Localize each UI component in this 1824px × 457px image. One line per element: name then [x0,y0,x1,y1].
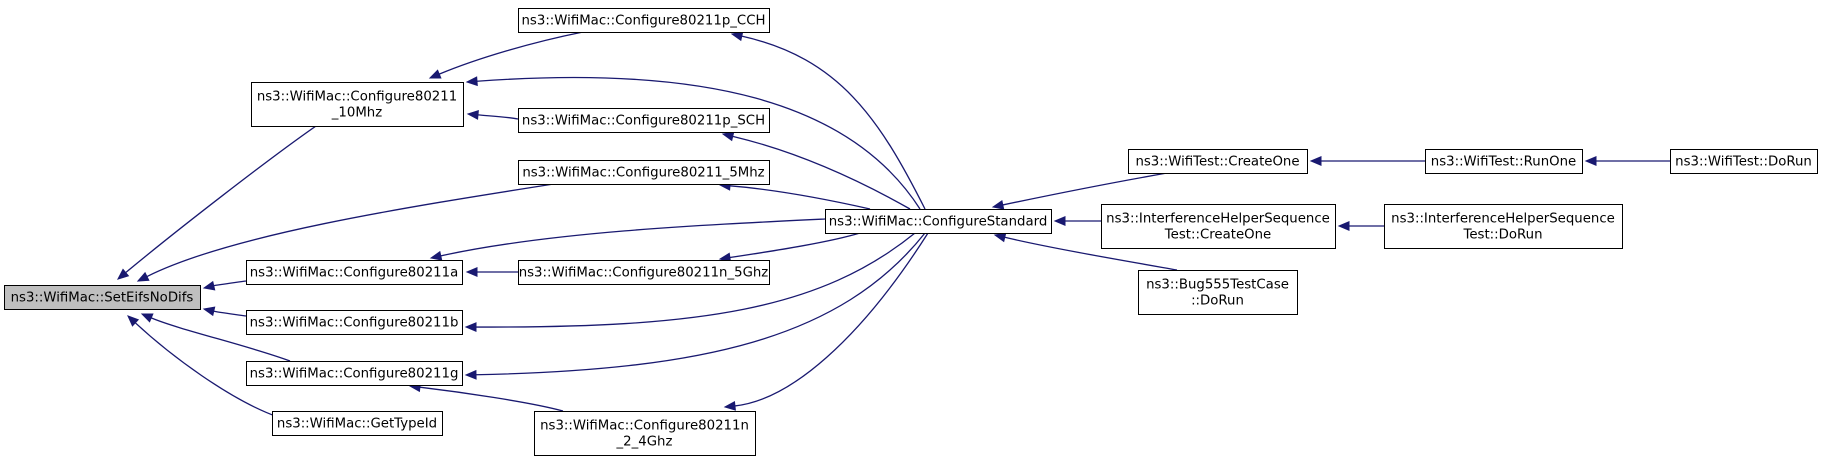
node-box [534,411,756,456]
edge-doRun-to-runOne [1584,156,1670,166]
edge-cfgStd-to-cfgg [464,232,926,380]
node-cfgg[interactable]: ns3::WifiMac::Configure80211g [246,361,463,386]
node-label: ns3::WifiTest::CreateOne [1135,155,1299,170]
node-label: _10Mhz [331,106,382,121]
node-cfga[interactable]: ns3::WifiMac::Configure80211a [246,260,463,285]
node-label: ns3::InterferenceHelperSequence [1106,212,1330,227]
node-box [1670,149,1818,174]
edge-cfgStd-to-cfgn24 [723,232,929,411]
node-doRun[interactable]: ns3::WifiTest::DoRun [1670,149,1818,174]
node-label: ns3::WifiMac::Configure80211_5Mhz [522,166,764,181]
node-label: ns3::InterferenceHelperSequence [1391,212,1615,227]
node-cfgpCCH[interactable]: ns3::WifiMac::Configure80211p_CCH [518,8,770,33]
node-box [1101,204,1336,249]
node-box [1128,149,1308,174]
node-getTypeId[interactable]: ns3::WifiMac::GetTypeId [272,411,443,436]
node-box [4,285,201,310]
node-setEifsNoDifs[interactable]: ns3::WifiMac::SetEifsNoDifs [4,285,201,310]
node-box [1138,270,1298,315]
edge-getTypeId-to-setEifsNoDifs [127,315,279,418]
edge-ihCreateOne-to-cfgStd [1053,216,1101,226]
edge-cfg10-to-setEifsNoDifs [117,125,317,280]
node-label: _2_4Ghz [616,435,673,450]
edge-cfgStd-to-cfgpCCH [730,31,926,210]
edge-cfgb-to-setEifsNoDifs [202,306,247,317]
node-ihDoRun[interactable]: ns3::InterferenceHelperSequenceTest::DoR… [1384,204,1623,249]
node-label: ::DoRun [1191,294,1244,309]
node-label: ns3::WifiMac::SetEifsNoDifs [11,291,194,306]
node-cfgStd[interactable]: ns3::WifiMac::ConfigureStandard [825,209,1052,234]
node-label: ns3::Bug555TestCase [1146,278,1289,293]
node-label: ns3::WifiMac::Configure80211n [540,419,749,434]
node-label: ns3::WifiMac::GetTypeId [277,417,437,432]
node-cfgn5[interactable]: ns3::WifiMac::Configure80211n_5Ghz [518,260,770,285]
edge-cfgStd-to-cfgb [464,232,916,332]
node-label: ns3::WifiTest::RunOne [1431,155,1576,170]
node-cfg5[interactable]: ns3::WifiMac::Configure80211_5Mhz [518,160,770,185]
edge-cfg5-to-setEifsNoDifs [136,182,561,282]
edge-cfgStd-to-cfg10 [465,76,921,210]
edge-cfgStd-to-cfg5 [718,180,871,210]
node-label: ns3::WifiMac::Configure80211n_5Ghz [519,266,769,281]
node-label: ns3::WifiMac::Configure80211p_SCH [522,114,765,129]
node-label: ns3::WifiMac::Configure80211a [250,266,458,281]
edge-cfgStd-to-cfgn5 [718,232,861,263]
node-box [518,160,770,185]
edge-cfga-to-setEifsNoDifs [202,280,247,291]
node-cfgb[interactable]: ns3::WifiMac::Configure80211b [246,310,463,335]
edge-cfgStd-to-cfgpSCH [721,131,911,210]
edge-ihDoRun-to-ihCreateOne [1337,221,1384,231]
call-edges [117,31,1670,418]
edge-createOne-to-cfgStd [991,172,1168,210]
node-label: ns3::WifiTest::DoRun [1675,155,1812,170]
node-box [1384,204,1623,249]
node-box [518,108,770,133]
node-bug555[interactable]: ns3::Bug555TestCase::DoRun [1138,270,1298,315]
edge-runOne-to-createOne [1309,156,1425,166]
edge-cfgpCCH-to-cfg10 [428,31,584,79]
node-cfgpSCH[interactable]: ns3::WifiMac::Configure80211p_SCH [518,108,770,133]
node-box [518,260,770,285]
node-box [272,411,443,436]
node-box [825,209,1052,234]
node-box [246,310,463,335]
node-box [1425,149,1583,174]
edge-cfgStd-to-cfga [429,218,826,261]
node-label: ns3::WifiMac::Configure80211 [257,90,457,105]
node-box [518,8,770,33]
node-label: ns3::WifiMac::Configure80211p_CCH [522,14,766,29]
node-label: ns3::WifiMac::Configure80211b [250,316,459,331]
node-label: Test::CreateOne [1164,228,1271,243]
node-cfg10[interactable]: ns3::WifiMac::Configure80211_10Mhz [251,82,464,127]
node-box [246,361,463,386]
node-label: Test::DoRun [1462,228,1542,243]
node-box [246,260,463,285]
node-label: ns3::WifiMac::Configure80211g [250,367,459,382]
node-label: ns3::WifiMac::ConfigureStandard [829,215,1048,230]
node-cfgn24[interactable]: ns3::WifiMac::Configure80211n_2_4Ghz [534,411,756,456]
node-runOne[interactable]: ns3::WifiTest::RunOne [1425,149,1583,174]
function-nodes: ns3::WifiMac::SetEifsNoDifsns3::WifiMac:… [4,8,1818,456]
edge-cfgpSCH-to-cfg10 [466,110,519,120]
node-ihCreateOne[interactable]: ns3::InterferenceHelperSequenceTest::Cre… [1101,204,1336,249]
edge-cfgg-to-setEifsNoDifs [140,313,291,362]
node-box [251,82,464,127]
edge-bug555-to-cfgStd [993,232,1178,271]
node-createOne[interactable]: ns3::WifiTest::CreateOne [1128,149,1308,174]
edge-cfgn24-to-cfgg [408,382,564,412]
edge-cfgn5-to-cfga [465,267,518,277]
